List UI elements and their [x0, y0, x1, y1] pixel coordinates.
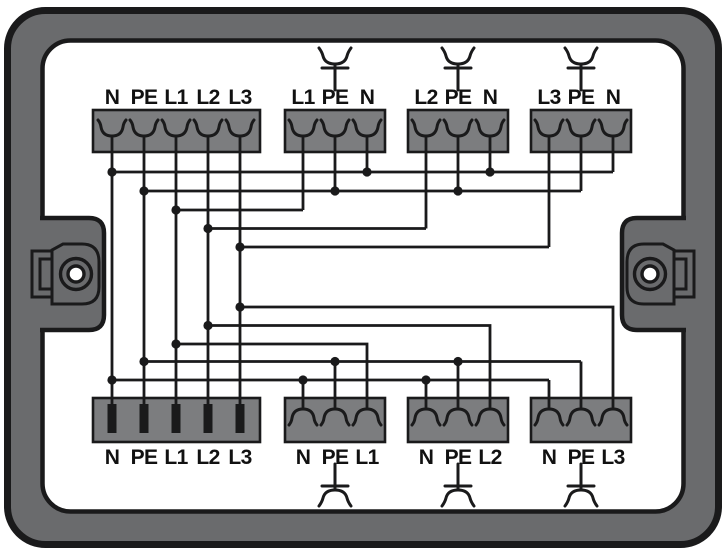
wiring-net-pe — [142, 136, 583, 409]
junction-dot — [235, 242, 245, 252]
left-mounting-lug — [30, 215, 107, 333]
junction-dot — [203, 223, 213, 234]
terminal-label: L1 — [164, 446, 188, 469]
terminal-label: PE — [131, 86, 158, 109]
left-mounting-hole — [66, 264, 86, 284]
terminal-label: L2 — [414, 86, 437, 109]
terminal-label: L2 — [196, 446, 219, 469]
terminal-label: L2 — [478, 446, 501, 469]
terminal-label: PE — [322, 446, 349, 469]
terminal-label: PE — [322, 86, 349, 109]
terminal-label: PE — [445, 446, 472, 469]
junction-dot — [298, 375, 308, 385]
junction-dot — [107, 167, 117, 177]
terminal-label: L1 — [164, 86, 188, 109]
terminal-label: N — [606, 86, 621, 109]
terminal-label: N — [542, 446, 557, 469]
terminal-label: N — [105, 86, 120, 109]
terminal-labels-bottom: N PE L1 L2 L3 N PE L1 N PE L2 N PE L3 — [105, 446, 626, 469]
right-mounting-lug — [619, 215, 696, 333]
terminal-label: L2 — [196, 86, 219, 109]
wiring-net-l2 — [206, 136, 492, 409]
terminal-label: L1 — [355, 446, 379, 469]
terminal-labels-top: N PE L1 L2 L3 L1 PE N L2 PE N L3 PE N — [105, 86, 621, 109]
terminal-label: N — [360, 86, 375, 109]
junction-dot — [362, 167, 372, 177]
junction-dot — [453, 356, 463, 367]
wiring — [110, 136, 615, 409]
terminal-label: PE — [568, 446, 595, 469]
junction-dot — [139, 356, 149, 367]
junction-dots — [107, 167, 495, 385]
junction-dot — [330, 356, 340, 367]
terminal-label: L3 — [537, 86, 560, 109]
right-screw-boss — [632, 256, 668, 292]
junction-dot — [235, 302, 245, 312]
junction-dot — [171, 205, 181, 215]
junction-dot — [453, 186, 463, 196]
junction-dot — [107, 375, 117, 385]
junction-dot — [203, 320, 213, 331]
terminal-label: L3 — [228, 86, 251, 109]
junction-dot — [171, 339, 181, 349]
terminal-label: L1 — [291, 86, 315, 109]
right-mounting-hole — [640, 264, 660, 284]
terminal-label: PE — [568, 86, 595, 109]
terminal-label: PE — [445, 86, 472, 109]
junction-dot — [139, 186, 149, 196]
junction-dot — [421, 375, 431, 385]
left-screw-boss — [58, 256, 94, 292]
terminal-label: N — [105, 446, 120, 469]
terminal-label: PE — [131, 446, 158, 469]
junction-dot — [330, 186, 340, 196]
terminal-label: L3 — [228, 446, 251, 469]
wiring-net-l3 — [238, 136, 615, 409]
terminal-label: L3 — [601, 446, 624, 469]
terminal-label: N — [296, 446, 311, 469]
junction-dot — [485, 167, 495, 177]
terminal-label: N — [483, 86, 498, 109]
terminal-label: N — [419, 446, 434, 469]
